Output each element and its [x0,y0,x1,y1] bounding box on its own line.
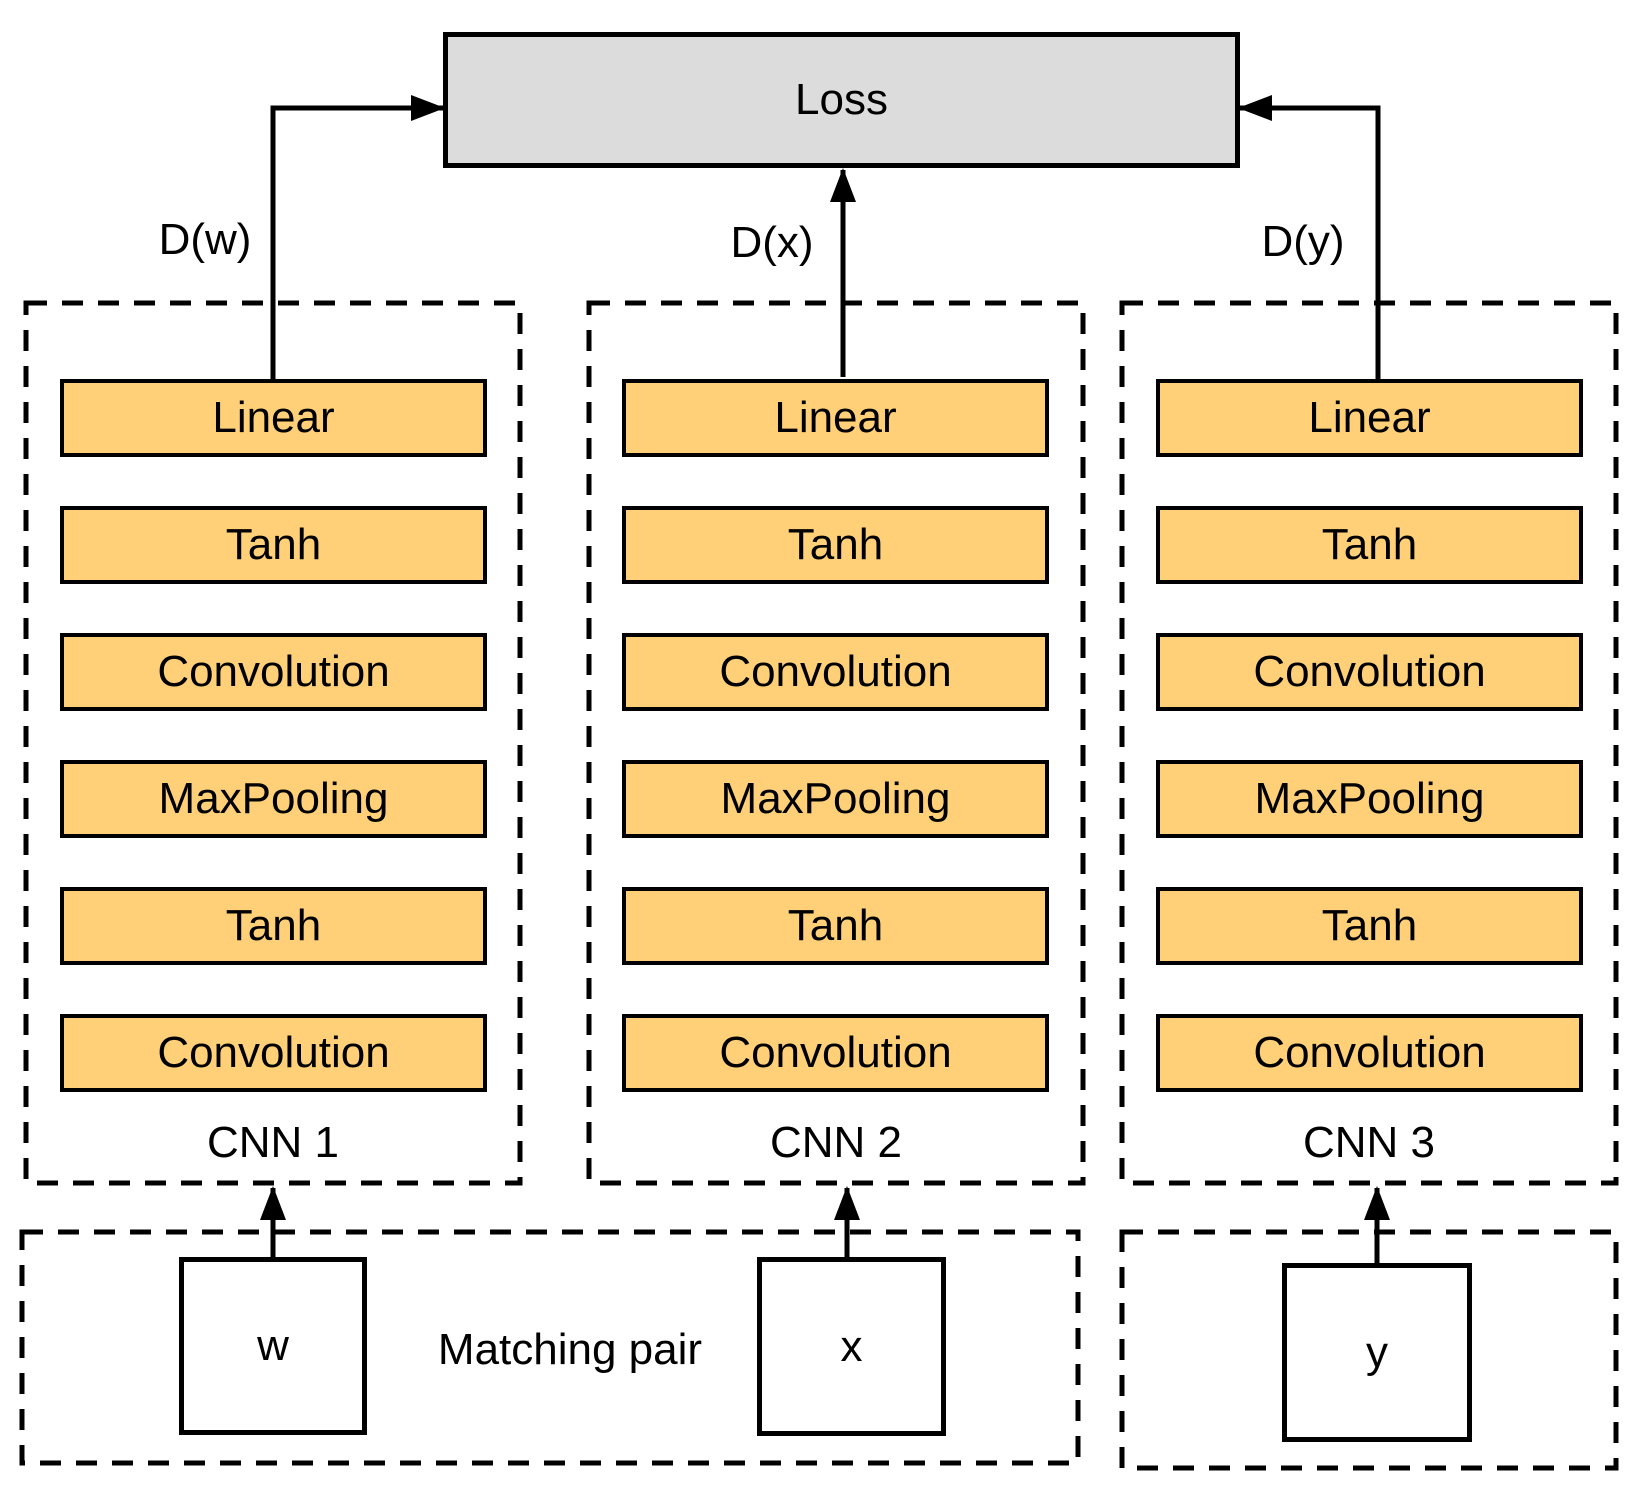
cnn2-layer-linear: Linear [622,379,1049,457]
loss-node: Loss [443,32,1240,168]
cnn3-layer-convolution1: Convolution [1156,633,1583,711]
cnn1-layer-convolution2: Convolution [60,1014,487,1092]
cnn3-group-box [1119,300,1619,1186]
cnn1-layer-tanh1: Tanh [60,506,487,584]
cnn1-layer-tanh2: Tanh [60,887,487,965]
cnn2-layer-convolution1: Convolution [622,633,1049,711]
cnn1-layer-maxpooling: MaxPooling [60,760,487,838]
cnn3-layer-tanh2: Tanh [1156,887,1583,965]
input-node-x: x [757,1257,946,1436]
cnn1-layer-linear: Linear [60,379,487,457]
cnn3-layer-tanh1: Tanh [1156,506,1583,584]
cnn3-title: CNN 3 [1302,1118,1436,1167]
cnn2-group-box [586,300,1086,1186]
cnn1-layer-convolution1: Convolution [60,633,487,711]
cnn2-layer-tanh2: Tanh [622,887,1049,965]
cnn3-layer-maxpooling: MaxPooling [1156,760,1583,838]
cnn3-layer-linear: Linear [1156,379,1583,457]
cnn2-layer-convolution2: Convolution [622,1014,1049,1092]
cnn2-layer-maxpooling: MaxPooling [622,760,1049,838]
cnn2-title: CNN 2 [769,1118,903,1167]
y-group-box [1119,1229,1619,1471]
cnn1-title: CNN 1 [206,1118,340,1167]
matching-pair-label: Matching pair [437,1325,703,1374]
cnn1-group-box [23,300,523,1186]
distance-label-dw: D(w) [158,215,252,264]
input-node-y: y [1282,1263,1472,1442]
cnn3-layer-convolution2: Convolution [1156,1014,1583,1092]
dy-arrow [1238,95,1381,380]
cnn2-layer-tanh1: Tanh [622,506,1049,584]
distance-label-dy: D(y) [1261,217,1345,266]
input-node-w: w [179,1257,367,1435]
distance-label-dx: D(x) [730,218,814,267]
matching-pair-box [19,1229,1081,1466]
dw-arrow [270,95,445,379]
